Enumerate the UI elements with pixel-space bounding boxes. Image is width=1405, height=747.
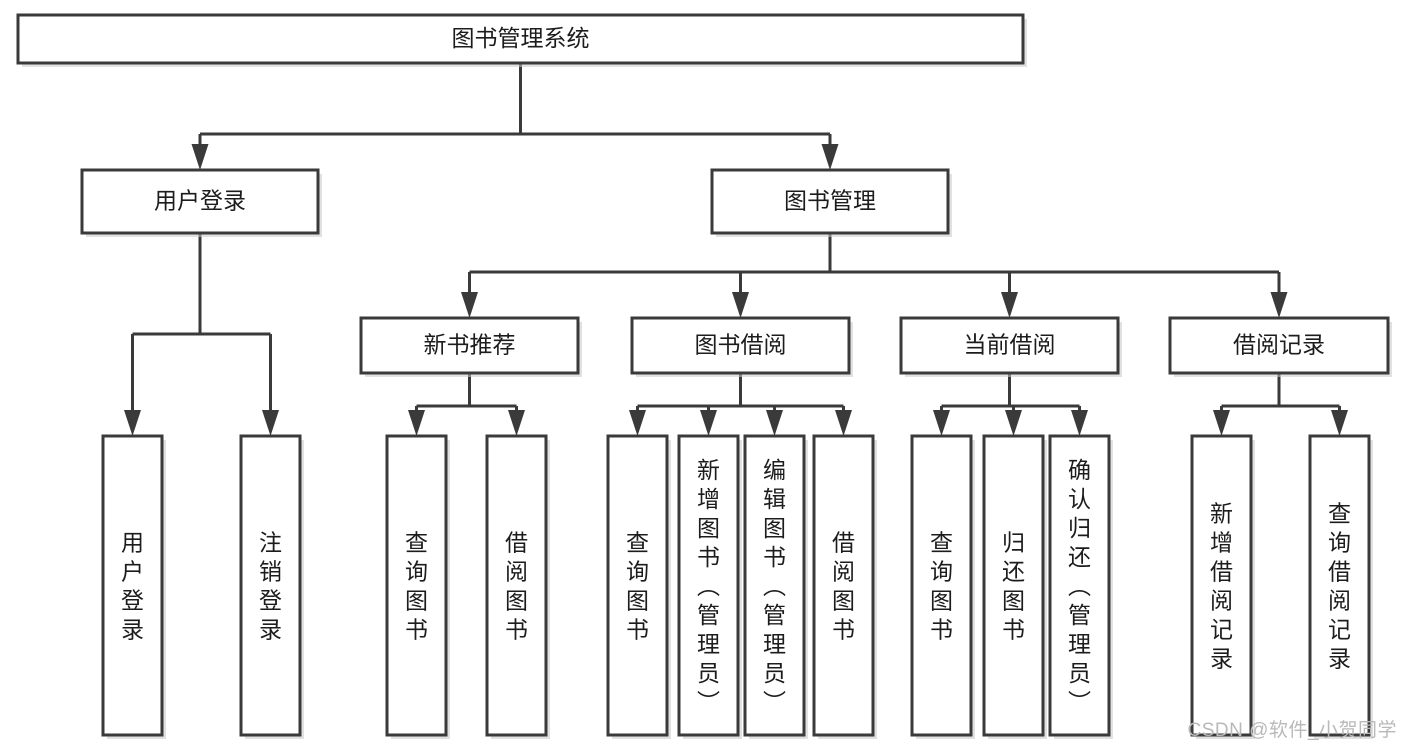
node-label: 注销登录 (259, 530, 282, 643)
arrow-head-icon (1331, 410, 1348, 436)
node-rect[interactable] (982, 434, 1045, 737)
node-rect[interactable] (1048, 434, 1111, 737)
node-leaf-query-book-3[interactable]: 查询图书 (910, 434, 975, 739)
arrow-head-icon (508, 410, 525, 436)
node-rect[interactable] (710, 168, 950, 235)
node-rect[interactable] (16, 13, 1025, 65)
node-rect[interactable] (485, 434, 548, 737)
node-rect[interactable] (899, 316, 1120, 375)
node-label: 图书管理系统 (452, 25, 590, 51)
arrow-head-icon (933, 410, 950, 436)
node-label: 查询图书 (930, 530, 953, 643)
node-rect[interactable] (677, 434, 740, 737)
node-leaf-user-login[interactable]: 用户登录 (101, 434, 166, 739)
arrow-head-icon (700, 410, 717, 436)
node-user-login[interactable]: 用户登录 (80, 168, 322, 237)
node-label: 编辑图书︵管理员︶ (763, 457, 786, 715)
node-label: 借阅图书 (832, 530, 855, 643)
node-label: 归还图书 (1002, 530, 1025, 643)
node-layer: 图书管理系统用户登录图书管理新书推荐图书借阅当前借阅借阅记录用户登录注销登录查询… (16, 13, 1392, 739)
arrow-head-icon (1071, 410, 1088, 436)
node-leaf-query-book-2[interactable]: 查询图书 (606, 434, 671, 739)
node-rect[interactable] (385, 434, 448, 737)
arrow-head-icon (408, 410, 425, 436)
node-leaf-borrow-book-2[interactable]: 借阅图书 (812, 434, 877, 739)
node-label: 用户登录 (154, 188, 246, 214)
node-rect[interactable] (910, 434, 973, 737)
node-leaf-query-record[interactable]: 查询借阅记录 (1308, 434, 1373, 739)
arrow-head-icon (629, 410, 646, 436)
node-rect[interactable] (1168, 316, 1390, 375)
csdn-watermark: CSDN @软件_小贺同学 (1187, 720, 1397, 741)
arrow-head-icon (461, 292, 478, 318)
arrow-head-icon (1001, 292, 1018, 318)
node-rect[interactable] (630, 316, 851, 375)
node-borrow-record[interactable]: 借阅记录 (1168, 316, 1392, 377)
node-rect[interactable] (359, 316, 580, 375)
node-rect[interactable] (1190, 434, 1253, 737)
node-leaf-borrow-book-1[interactable]: 借阅图书 (485, 434, 550, 739)
node-leaf-add-record[interactable]: 新增借阅记录 (1190, 434, 1255, 739)
node-label: 当前借阅 (964, 332, 1056, 358)
node-label: 新增借阅记录 (1210, 501, 1233, 672)
node-label: 查询图书 (405, 530, 428, 643)
node-label: 查询图书 (626, 530, 649, 643)
arrow-head-icon (262, 410, 279, 436)
node-book-borrow[interactable]: 图书借阅 (630, 316, 853, 377)
node-root[interactable]: 图书管理系统 (16, 13, 1027, 67)
node-rect[interactable] (239, 434, 302, 737)
node-leaf-logout[interactable]: 注销登录 (239, 434, 304, 739)
arrow-head-icon (821, 144, 839, 170)
arrow-head-icon (835, 410, 852, 436)
node-rect[interactable] (812, 434, 875, 737)
node-label: 确认归还︵管理员︶ (1068, 457, 1091, 715)
node-current-borrow[interactable]: 当前借阅 (899, 316, 1122, 377)
arrow-head-icon (124, 410, 141, 436)
node-rect[interactable] (101, 434, 164, 737)
node-label: 借阅记录 (1233, 332, 1325, 358)
node-rect[interactable] (606, 434, 669, 737)
node-new-book-recommend[interactable]: 新书推荐 (359, 316, 582, 377)
node-label: 新书推荐 (424, 332, 516, 358)
node-book-management[interactable]: 图书管理 (710, 168, 952, 237)
node-label: 用户登录 (121, 530, 144, 643)
node-leaf-query-book-1[interactable]: 查询图书 (385, 434, 450, 739)
node-rect[interactable] (80, 168, 320, 235)
node-leaf-return-book[interactable]: 归还图书 (982, 434, 1047, 739)
arrow-head-icon (1270, 292, 1288, 318)
connector-layer (124, 63, 1348, 436)
node-label: 新增图书︵管理员︶ (697, 457, 720, 715)
arrow-head-icon (766, 410, 783, 436)
node-leaf-edit-book[interactable]: 编辑图书︵管理员︶ (743, 434, 808, 739)
node-rect[interactable] (1308, 434, 1371, 737)
node-label: 查询借阅记录 (1328, 501, 1351, 672)
node-label: 图书借阅 (695, 332, 787, 358)
node-leaf-confirm-return[interactable]: 确认归还︵管理员︶ (1048, 434, 1113, 739)
node-label: 图书管理 (784, 188, 876, 214)
arrow-head-icon (732, 292, 749, 318)
arrow-head-icon (191, 144, 209, 170)
node-rect[interactable] (743, 434, 806, 737)
node-leaf-add-book[interactable]: 新增图书︵管理员︶ (677, 434, 742, 739)
arrow-head-icon (1005, 410, 1022, 436)
arrow-head-icon (1213, 410, 1230, 436)
node-label: 借阅图书 (505, 530, 528, 643)
